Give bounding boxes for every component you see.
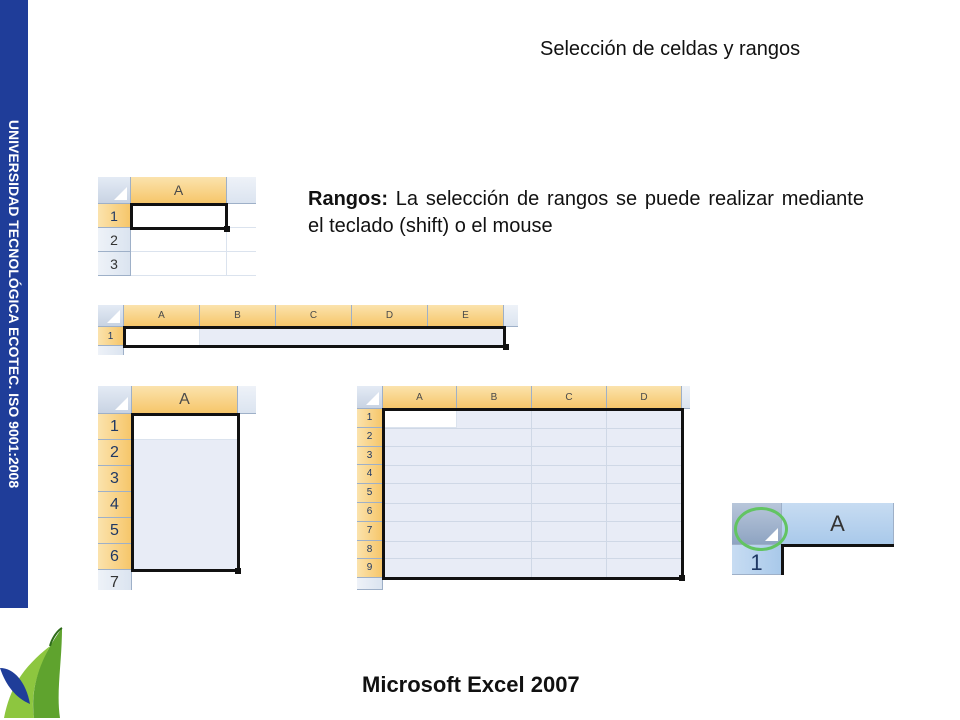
body-paragraph: Rangos: La selección de rangos se puede …	[308, 186, 864, 240]
range-fill[interactable]	[383, 409, 682, 578]
column-header-d[interactable]: D	[352, 305, 428, 327]
vertical-banner: UNIVERSIDAD TECNOLÓGICA ECOTEC. ISO 9001…	[0, 0, 28, 608]
fill-handle[interactable]	[679, 575, 685, 581]
column-header-a[interactable]: A	[132, 386, 238, 414]
row-header-4[interactable]: 4	[98, 492, 132, 518]
row-header-3[interactable]: 3	[357, 446, 383, 466]
row-header-5[interactable]: 5	[98, 518, 132, 544]
grid-cell[interactable]	[227, 228, 256, 252]
row-header-2[interactable]: 2	[98, 228, 131, 252]
grid-line	[532, 409, 607, 578]
grid-cell[interactable]	[131, 252, 227, 276]
university-name: UNIVERSIDAD TECNOLÓGICA ECOTEC. ISO 9001…	[6, 119, 22, 489]
grid-cell[interactable]	[227, 252, 256, 276]
fill-handle[interactable]	[503, 344, 509, 350]
column-header-a[interactable]: A	[131, 177, 227, 204]
body-text: La selección de rangos se puede realizar…	[308, 188, 864, 237]
row-header-5[interactable]: 5	[357, 484, 383, 503]
cell-a1-selection[interactable]	[130, 203, 228, 230]
range-a1-e1-selection[interactable]	[123, 326, 506, 348]
row-header-7[interactable]: 7	[357, 521, 383, 541]
column-header-d[interactable]: D	[607, 386, 682, 409]
grid-cell[interactable]	[131, 228, 227, 252]
footer-caption: Microsoft Excel 2007	[362, 672, 580, 697]
sheet-select-all-zoom: A 1	[732, 503, 894, 575]
selected-all-border	[781, 544, 894, 575]
grid-line	[383, 503, 682, 522]
row-header-2-partial[interactable]	[98, 346, 124, 355]
column-header-a[interactable]: A	[383, 386, 457, 409]
select-all-corner[interactable]	[98, 177, 131, 204]
row-header-8[interactable]: 8	[357, 540, 383, 560]
body-bold-label: Rangos:	[308, 188, 388, 210]
row-header-4[interactable]: 4	[357, 465, 383, 485]
row-header-2[interactable]: 2	[357, 427, 383, 447]
row-header-1[interactable]: 1	[98, 414, 132, 440]
row-header-3[interactable]: 3	[98, 466, 132, 492]
range-fill[interactable]	[132, 414, 238, 570]
sheet-column-range: A 1 2 3 4 5 6 7	[98, 386, 256, 590]
column-header-next[interactable]	[238, 386, 256, 414]
row-header-1[interactable]: 1	[732, 545, 782, 575]
select-all-corner[interactable]	[98, 386, 132, 414]
column-header-a[interactable]: A	[124, 305, 200, 327]
row-header-1[interactable]: 1	[357, 409, 383, 428]
row-header-10-partial[interactable]	[357, 578, 383, 590]
column-header-next[interactable]	[504, 305, 518, 327]
row-header-1[interactable]: 1	[98, 327, 124, 346]
column-header-c[interactable]: C	[276, 305, 352, 327]
row-header-3[interactable]: 3	[98, 252, 131, 276]
column-header-a[interactable]: A	[782, 503, 894, 545]
row-header-2[interactable]: 2	[98, 440, 132, 466]
fill-handle[interactable]	[224, 226, 230, 232]
row-header-6[interactable]: 6	[98, 544, 132, 570]
highlight-circle	[734, 507, 788, 551]
row-header-6[interactable]: 6	[357, 502, 383, 522]
sheet-single-cell: A 1 2 3	[98, 177, 256, 277]
grid-line	[383, 427, 682, 447]
grid-cell[interactable]	[227, 204, 256, 228]
row-header-1[interactable]: 1	[98, 204, 131, 228]
leaf-logo-icon	[0, 627, 63, 718]
active-cell[interactable]	[383, 409, 457, 428]
fill-handle[interactable]	[235, 568, 241, 574]
column-header-c[interactable]: C	[532, 386, 607, 409]
column-header-next[interactable]	[227, 177, 256, 204]
slide-title: Selección de celdas y rangos	[540, 38, 801, 60]
column-header-e[interactable]: E	[428, 305, 504, 327]
select-all-corner[interactable]	[357, 386, 383, 409]
grid-line	[383, 465, 682, 485]
range-a1-a6-selection[interactable]	[131, 413, 240, 572]
column-header-next[interactable]	[682, 386, 690, 409]
column-header-b[interactable]: B	[457, 386, 532, 409]
row-header-7[interactable]: 7	[98, 570, 132, 590]
grid-line	[383, 540, 682, 560]
grid-line	[457, 409, 532, 578]
select-all-corner[interactable]	[98, 305, 124, 327]
column-header-b[interactable]: B	[200, 305, 276, 327]
range-a1-d9-selection[interactable]	[382, 408, 684, 580]
sheet-row-range: A B C D E 1	[98, 305, 518, 355]
row-header-9[interactable]: 9	[357, 559, 383, 579]
sheet-block-range: A B C D 1 2 3 4 5 6 7 8 9	[357, 386, 690, 590]
active-cell[interactable]	[132, 414, 238, 440]
